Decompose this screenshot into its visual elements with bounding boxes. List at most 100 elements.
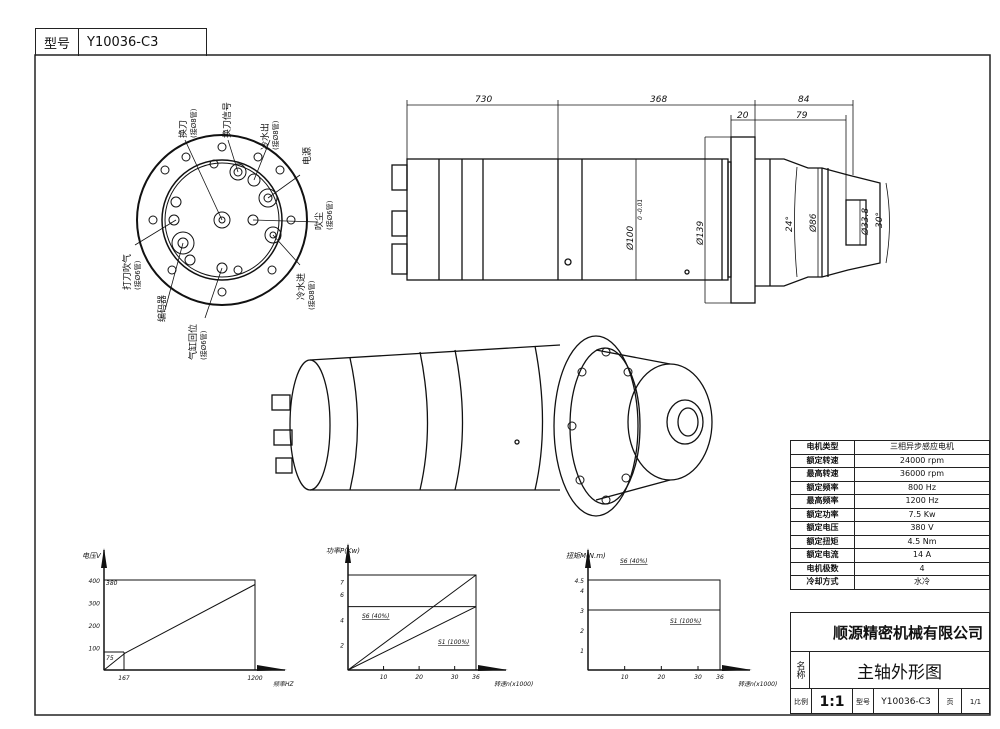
y-tick-label: 300 — [89, 601, 101, 608]
chart-frame — [347, 574, 477, 671]
y-tick-label: 4 — [340, 617, 344, 624]
spec-key: 额定扭矩 — [790, 534, 855, 549]
scale-value: 1:1 — [812, 689, 853, 714]
drawing-frame — [34, 54, 991, 716]
x-axis-label: 转速n(x1000) — [738, 680, 777, 688]
legend-s1: S1 (100%) — [438, 639, 469, 646]
y-tick-label: 2 — [340, 643, 344, 650]
spec-value: 800 Hz — [854, 480, 990, 495]
label-tool-change: 换刀 — [177, 120, 189, 138]
x-tick-label: 1200 — [247, 675, 262, 682]
dimension-labels: 730 368 84 20 79 Ø100 0 -0.01 Ø139 24° Ø… — [475, 95, 885, 251]
spec-value: 7.5 Kw — [854, 507, 990, 522]
dim-angle24: 24° — [785, 216, 795, 232]
x-tick-label: 20 — [415, 674, 423, 681]
annotation-380: 380 — [106, 580, 118, 587]
dim-368: 368 — [650, 95, 667, 105]
spec-key: 最高频率 — [790, 494, 855, 509]
y-tick-label: 7 — [340, 579, 344, 586]
title-block: 顺源精密机械有限公司 名称 主轴外形图 比例 1:1 型号 Y10036-C3 … — [790, 612, 990, 714]
title-box-label: 型号 — [36, 29, 79, 56]
x-axis-label: 转速n(x1000) — [494, 680, 533, 688]
spec-key: 额定转速 — [790, 453, 855, 468]
x-tick-label: 30 — [451, 674, 459, 681]
dim-tolerance: 0 -0.01 — [637, 199, 644, 220]
x-tick-label: 30 — [694, 674, 702, 681]
spec-value: 24000 rpm — [854, 453, 990, 468]
dim-84: 84 — [798, 95, 810, 105]
x-axis-arrow-icon — [478, 665, 508, 671]
legend-s1: S1 (100%) — [670, 618, 701, 625]
spec-value: 380 V — [854, 521, 990, 536]
legend-s6: S6 (40%) — [362, 613, 390, 620]
spec-value: 水冷 — [854, 575, 990, 590]
spec-key: 额定功率 — [790, 507, 855, 522]
label-tool-change-pipe: (接Ø8管) — [189, 108, 198, 138]
x-axis-arrow-icon — [257, 665, 287, 671]
spec-value: 36000 rpm — [854, 467, 990, 482]
label-tool-signal: 换刀信号 — [221, 102, 233, 138]
dim-dia100: Ø100 — [625, 225, 636, 251]
spec-row: 电机类型三相异步感应电机 — [790, 440, 990, 455]
label-clamp-air-pipe: (接Ø6管) — [133, 260, 142, 290]
x-axis-arrow-icon — [722, 665, 752, 671]
dim-730: 730 — [475, 95, 492, 105]
y-tick-label: 1 — [580, 648, 584, 655]
chart-frame — [103, 579, 256, 671]
x-tick-label: 36 — [716, 674, 724, 681]
label-power: 电源 — [301, 147, 313, 165]
title-box-model: Y10036-C3 — [87, 35, 159, 50]
end-view — [134, 134, 319, 319]
spec-value: 1200 Hz — [854, 494, 990, 509]
label-water-in: 冷水进 — [295, 273, 307, 300]
end-view-labels: 换刀 (接Ø8管) 换刀信号 冷水出 (接Ø8管) 电源 吹尘 (接Ø6管) 冷… — [121, 102, 334, 360]
label-clamp-air: 打刀吹气 — [121, 254, 133, 290]
model-label: 型号 — [853, 689, 874, 714]
label-water-out: 冷水出 — [259, 123, 271, 150]
y-tick-label: 100 — [89, 646, 101, 653]
spec-value: 4.5 Nm — [854, 534, 990, 549]
series-line-s1100 — [347, 606, 477, 671]
y-axis-label: 电压V — [82, 552, 102, 560]
label-dust-blow: 吹尘 — [313, 212, 325, 230]
side-view — [391, 100, 890, 304]
dim-20: 20 — [737, 111, 749, 121]
label-water-in-pipe: (接Ø8管) — [307, 280, 316, 310]
series-line-vf — [103, 584, 256, 671]
y-tick-label: 2 — [580, 628, 584, 635]
y-tick-label: 200 — [89, 623, 101, 630]
name-label: 名称 — [791, 652, 810, 688]
x-tick-label: 167 — [118, 675, 130, 682]
dim-dia33-8: Ø33.8 — [860, 208, 871, 236]
dim-79: 79 — [796, 111, 808, 121]
title-box: 型号 Y10036-C3 — [35, 28, 207, 56]
spec-value: 14 A — [854, 548, 990, 563]
isometric-view — [271, 335, 713, 517]
x-tick-label: 20 — [658, 674, 666, 681]
scale-label: 比例 — [791, 689, 812, 714]
label-encoder: 编码器 — [156, 295, 168, 322]
label-water-out-pipe: (接Ø8管) — [271, 120, 280, 150]
x-axis-label: 频率HZ — [273, 680, 295, 688]
model-value: Y10036-C3 — [874, 689, 939, 714]
spec-key: 冷却方式 — [790, 575, 855, 590]
x-tick-label: 10 — [621, 674, 629, 681]
dim-angle30: 30° — [875, 212, 885, 228]
spec-key: 最高转速 — [790, 467, 855, 482]
y-tick-label: 4 — [580, 588, 584, 595]
y-tick-label: 3 — [580, 608, 584, 615]
legend-s6: S6 (40%) — [620, 558, 648, 565]
spec-key: 额定电压 — [790, 521, 855, 536]
x-tick-label: 36 — [472, 674, 480, 681]
chart-frame — [587, 579, 721, 671]
label-cylinder-return: 气缸回位 — [187, 324, 199, 360]
label-dust-blow-pipe: (接Ø6管) — [325, 200, 334, 230]
